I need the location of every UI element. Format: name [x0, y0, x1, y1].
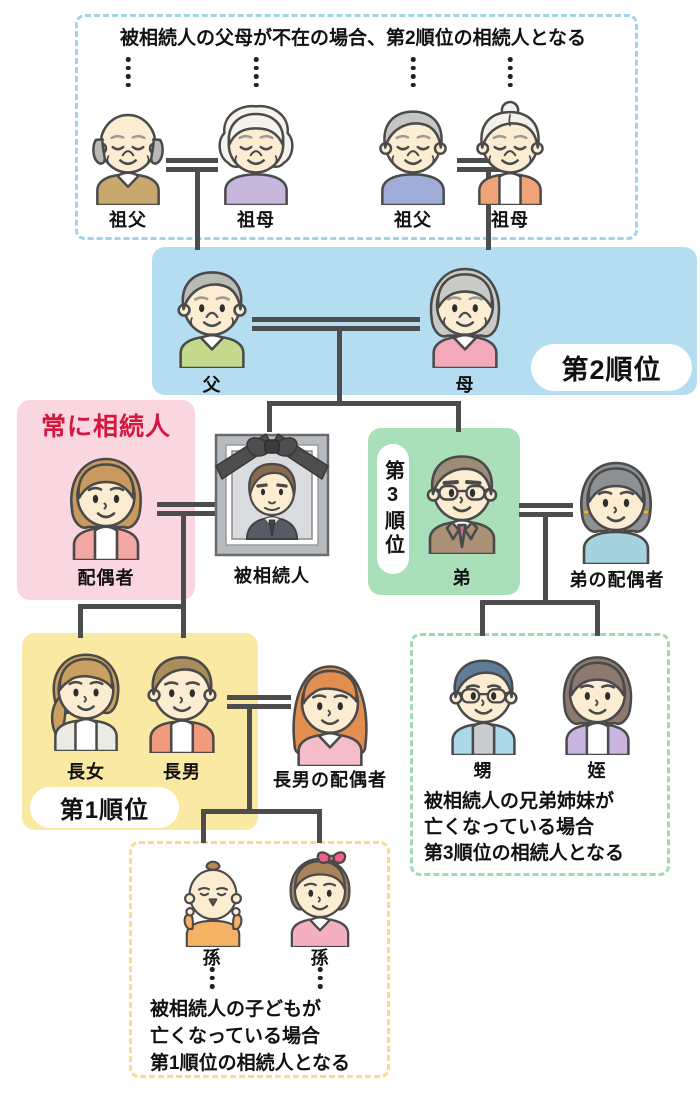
children-branch-bar [78, 604, 186, 609]
marriage-line-son [227, 695, 291, 700]
rank-3-badge: 第3順位 [377, 444, 409, 574]
marriage-line-grandparents-right [457, 167, 514, 172]
grandchildren-note-line-1: 被相続人の子どもが [150, 999, 322, 1020]
grandchildren-branch-bar [201, 809, 322, 814]
deceased-label: 被相続人 [234, 566, 310, 586]
niece-illustration [549, 641, 646, 755]
grandchildren-note-line-3: 第1順位の相続人となる [150, 1053, 350, 1074]
spouse-label: 配偶者 [77, 568, 135, 588]
grandfather-paternal-illustration [80, 92, 176, 205]
branch-to-grandson [201, 809, 206, 843]
brother-label: 弟 [452, 568, 472, 588]
grandson-label: 孫 [202, 948, 222, 968]
descent-line-nephews [543, 512, 548, 604]
ellipsis-marks [317, 967, 323, 989]
always-heir-heading: 常に相続人 [40, 413, 172, 441]
nephew-note-line-2: 亡くなっている場合 [424, 817, 595, 838]
eldest-daughter-illustration [38, 638, 134, 751]
marriage-line-parents [252, 317, 420, 322]
branch-to-nephew [480, 600, 485, 636]
marriage-line-brother [519, 503, 573, 508]
ellipsis-marks [507, 57, 513, 87]
branch-to-daughter [78, 604, 83, 638]
grandfather-paternal-label: 祖父 [109, 210, 147, 230]
marriage-line-son [227, 704, 291, 709]
ellipsis-marks [209, 967, 215, 989]
sibling-branch-bar [267, 401, 461, 406]
nephew-branch-bar [480, 600, 600, 605]
brother-illustration [412, 436, 512, 554]
grandchildren-note-line-2: 亡くなっている場合 [150, 1026, 321, 1047]
nephew-label: 甥 [473, 761, 493, 781]
grandson-illustration [172, 850, 254, 947]
father-label: 父 [202, 375, 222, 395]
grandfather-maternal-label: 祖父 [394, 210, 432, 230]
eldest-daughter-label: 長女 [67, 762, 105, 782]
descent-line-deceased-and-brother [337, 326, 342, 404]
descent-line-father [195, 167, 200, 250]
brother-spouse-label: 弟の配偶者 [569, 570, 665, 590]
marriage-line-spouse [157, 502, 216, 507]
marriage-line-grandparents-right [457, 158, 514, 163]
descent-line-children [181, 511, 186, 638]
rank-1-badge: 第1順位 [30, 787, 179, 828]
eldest-son-label: 長男 [163, 762, 201, 782]
son-spouse-illustration [281, 650, 379, 766]
brother-spouse-illustration [566, 446, 666, 564]
marriage-line-parents [252, 326, 420, 331]
granddaughter-label: 孫 [310, 948, 330, 968]
nephew-illustration [435, 641, 532, 755]
ancestors-note: 被相続人の父母が不在の場合、第2順位の相続人となる [120, 28, 586, 49]
descent-line-mother [486, 167, 491, 250]
branch-to-granddaughter [317, 809, 322, 843]
ancestors-box [75, 14, 638, 240]
granddaughter-illustration [276, 843, 364, 947]
mother-label: 母 [455, 375, 475, 395]
branch-to-niece [595, 600, 600, 636]
rank-2-badge: 第2順位 [531, 344, 692, 391]
nephew-note-line-1: 被相続人の兄弟姉妹が [424, 791, 615, 812]
ellipsis-marks [410, 57, 416, 87]
niece-label: 姪 [587, 761, 607, 781]
grandmother-maternal-illustration [462, 92, 558, 205]
grandmother-maternal-label: 祖母 [491, 210, 529, 230]
branch-to-brother [456, 401, 461, 432]
grandmother-paternal-label: 祖母 [237, 210, 275, 230]
eldest-son-illustration [133, 637, 231, 753]
son-spouse-label: 長男の配偶者 [273, 770, 387, 790]
nephew-note-line-3: 第3順位の相続人となる [424, 843, 624, 864]
marriage-line-grandparents-left [166, 167, 218, 172]
marriage-line-spouse [157, 511, 216, 516]
mother-illustration [416, 252, 514, 368]
grandfather-maternal-illustration [365, 92, 461, 205]
ellipsis-marks [253, 57, 259, 87]
descent-line-grandchildren [247, 704, 252, 814]
father-illustration [163, 252, 261, 368]
grandmother-paternal-illustration [208, 92, 304, 205]
ellipsis-marks [125, 57, 131, 87]
nephew-box [410, 633, 670, 876]
deceased-memorial-photo [213, 428, 331, 558]
marriage-line-grandparents-left [166, 158, 218, 163]
grandchildren-box [129, 841, 390, 1078]
branch-to-deceased [267, 401, 272, 432]
spouse-illustration [56, 442, 156, 560]
